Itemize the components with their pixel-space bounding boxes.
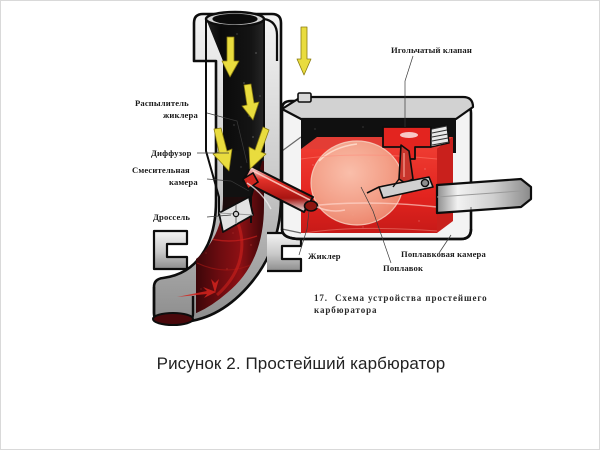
label-throttle: Дроссель: [153, 212, 190, 222]
bowl-vent: [297, 92, 312, 103]
label-diffuser: Диффузор: [151, 148, 192, 158]
label-float: Поплавок: [383, 263, 423, 273]
slide-caption: Рисунок 2. Простейший карбюратор: [156, 354, 446, 373]
label-mixing-chamber-line2: камера: [169, 177, 198, 187]
float-body: [310, 140, 404, 226]
inner-caption-number: 17.: [314, 293, 328, 303]
label-jet: Жиклер: [308, 251, 341, 261]
label-needle-valve: Игольчатый клапан: [391, 45, 472, 55]
label-mixing-chamber-line1: Смесительная: [132, 165, 190, 175]
needle-valve-assembly: [366, 124, 450, 199]
carburetor-diagram: Распылитель жиклера Диффузор Смесительна…: [1, 1, 599, 341]
jet-spray-tube: [241, 165, 346, 213]
diagram-labels: Распылитель жиклера Диффузор Смесительна…: [132, 45, 486, 273]
float-chamber: [280, 95, 475, 241]
figure-inner-caption: 17. Схема устройства простейшего карбюра…: [314, 293, 488, 315]
airflow-arrows: [212, 26, 312, 172]
inner-caption-line2: карбюратора: [314, 305, 377, 315]
label-float-chamber: Поплавковая камера: [401, 249, 486, 259]
label-leader-lines: [197, 55, 452, 264]
throttle-valve: [218, 196, 254, 233]
inner-caption-line1: Схема устройства простейшего: [335, 293, 488, 303]
body-flange-right: [435, 177, 533, 229]
label-sprayer-line2: жиклера: [163, 110, 198, 120]
label-sprayer-line1: Распылитель: [135, 98, 189, 108]
